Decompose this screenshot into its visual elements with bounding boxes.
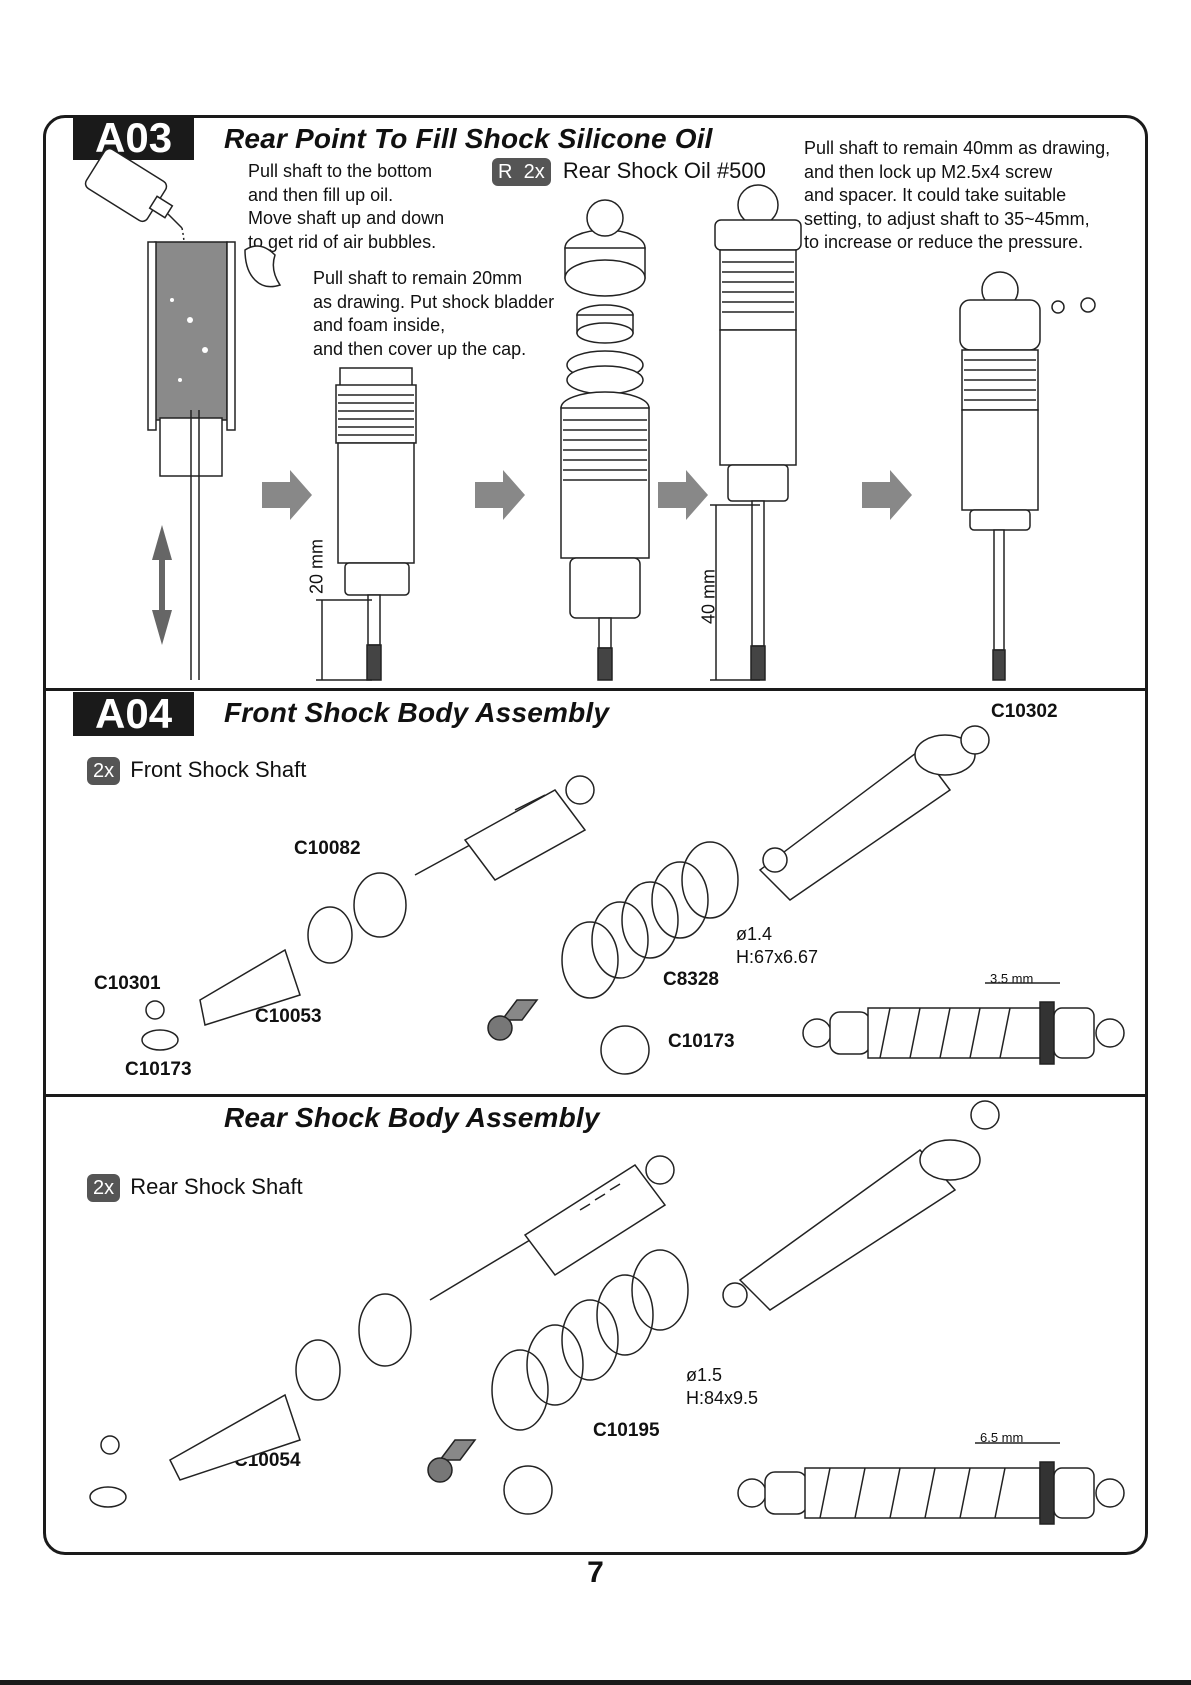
front-shaft-label: Front Shock Shaft <box>130 757 307 782</box>
rear-spring-spec: ø1.5 H:84x9.5 <box>686 1365 759 1408</box>
rear-preload-dim: 6.5 mm <box>980 1430 1024 1445</box>
part-c10173-front: C10173 <box>125 1059 192 1080</box>
part-c10173-spring-cup: C10173 <box>668 1031 735 1052</box>
instruction-lock-screw: Pull shaft to remain 40mm as drawing, an… <box>804 138 1111 252</box>
section-divider-a03-a04 <box>43 688 1148 691</box>
oil-label: Rear Shock Oil #500 <box>562 158 766 183</box>
oil-tag: R 2x <box>492 158 551 186</box>
part-c8328: C8328 <box>663 969 719 990</box>
shock-20mm-illustration <box>316 367 417 681</box>
rear-shaft-label: Rear Shock Shaft <box>130 1174 303 1199</box>
page-frame <box>43 115 1148 1555</box>
front-spring-spec: ø1.4 H:67x6.67 <box>736 924 819 967</box>
page-number: 7 <box>587 1556 604 1589</box>
part-c10082: C10082 <box>294 838 361 859</box>
step-badge-a03: A03 <box>73 116 195 160</box>
front-shock-exploded <box>141 775 595 1051</box>
step-badge-a04: A04 <box>73 692 195 736</box>
oil-label-row: R 2x Rear Shock Oil #500 <box>492 157 766 186</box>
rear-shock-exploded <box>89 1155 675 1508</box>
instruction-shock-bladder: Pull shaft to remain 20mm as drawing. Pu… <box>313 268 555 359</box>
process-arrow-icon <box>262 470 912 520</box>
double-arrow-icon <box>152 525 172 645</box>
bottom-rule <box>0 1680 1191 1685</box>
shock-final-illustration <box>959 271 1096 681</box>
filling-shock-body <box>147 241 236 680</box>
step-title-rear: Rear Shock Body Assembly <box>224 1102 600 1133</box>
part-c10053: C10053 <box>255 1006 322 1027</box>
instruction-fill-oil: Pull shaft to the bottom and then fill u… <box>248 161 445 252</box>
oil-bottle-illustration <box>84 147 186 269</box>
part-c10302: C10302 <box>991 701 1058 722</box>
step-title-a04: Front Shock Body Assembly <box>224 697 610 728</box>
rear-shock-spring-exploded <box>427 1100 1000 1515</box>
rear-shock-assembled <box>737 1442 1125 1525</box>
rear-shaft-label-row: 2x Rear Shock Shaft <box>87 1173 303 1202</box>
front-shock-assembled <box>802 982 1125 1065</box>
rear-qty-pill: 2x <box>87 1174 121 1202</box>
front-shaft-label-row: 2x Front Shock Shaft <box>87 756 306 785</box>
step-title-a03: Rear Point To Fill Shock Silicone Oil <box>224 123 713 154</box>
part-c10195: C10195 <box>593 1420 660 1441</box>
front-shock-spring-exploded <box>487 725 990 1075</box>
part-c10301: C10301 <box>94 973 161 994</box>
shock-cap-exploded-illustration <box>560 199 650 681</box>
bubble-hand-icon <box>244 245 282 288</box>
section-divider-a04-rear <box>43 1094 1148 1097</box>
shock-40mm-illustration <box>710 184 802 681</box>
front-qty-pill: 2x <box>87 757 121 785</box>
